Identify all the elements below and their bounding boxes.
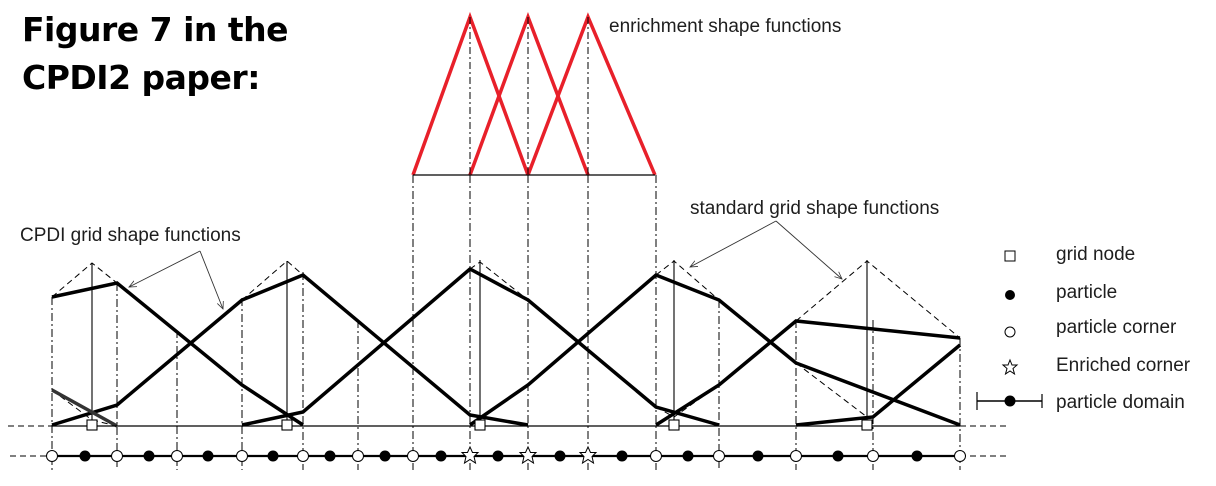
particle-corners bbox=[46, 450, 966, 462]
cpdi-label: CPDI grid shape functions bbox=[20, 225, 241, 246]
star-icon bbox=[518, 445, 538, 465]
particle-domain-icon bbox=[976, 392, 1043, 410]
grid-nodes bbox=[86, 419, 873, 431]
grid-node-lines bbox=[91, 260, 868, 426]
star-icon bbox=[460, 445, 480, 465]
legend-label: particle corner bbox=[1056, 317, 1177, 338]
arrow-icon bbox=[199, 250, 223, 309]
star-icon bbox=[578, 445, 598, 465]
figure-title-line-2: CPDI2 paper: bbox=[22, 58, 260, 97]
legend: grid node particle particle corner Enric… bbox=[976, 244, 1191, 413]
legend-label: grid node bbox=[1056, 244, 1135, 265]
square-icon bbox=[1004, 250, 1016, 262]
legend-item-particle-domain: particle domain bbox=[976, 392, 1185, 413]
star-icon bbox=[1001, 358, 1019, 376]
legend-item-particle-corner: particle corner bbox=[1004, 317, 1177, 338]
enrichment-guides bbox=[469, 17, 589, 175]
legend-item-grid-node: grid node bbox=[1004, 244, 1135, 265]
legend-label: particle bbox=[1056, 282, 1117, 303]
enrichment-shape-functions bbox=[411, 11, 657, 176]
figure-title: Figure 7 in the CPDI2 paper: bbox=[22, 6, 289, 102]
filled-circle-icon bbox=[1005, 290, 1015, 300]
grid-node bbox=[474, 419, 486, 431]
arrow-icon bbox=[129, 250, 201, 287]
legend-label: Enriched corner bbox=[1056, 355, 1191, 376]
arrow-icon bbox=[690, 220, 777, 267]
grid-node bbox=[281, 419, 293, 431]
figure-title-line-1: Figure 7 in the bbox=[22, 10, 289, 49]
enriched-corners bbox=[460, 445, 598, 465]
enrichment-label: enrichment shape functions bbox=[609, 16, 841, 37]
grid-node bbox=[86, 419, 98, 431]
annotation-arrows bbox=[129, 220, 842, 309]
grid-node bbox=[861, 419, 873, 431]
arrow-icon bbox=[775, 220, 842, 279]
open-circle-icon bbox=[1004, 326, 1016, 338]
standard-label: standard grid shape functions bbox=[690, 198, 939, 219]
legend-item-enriched-corner: Enriched corner bbox=[1001, 355, 1191, 376]
legend-label: particle domain bbox=[1056, 392, 1185, 413]
grid-node bbox=[668, 419, 680, 431]
particles bbox=[79, 450, 923, 462]
cpdi-grid-shape-functions bbox=[51, 266, 962, 428]
legend-item-particle: particle bbox=[1005, 282, 1117, 303]
